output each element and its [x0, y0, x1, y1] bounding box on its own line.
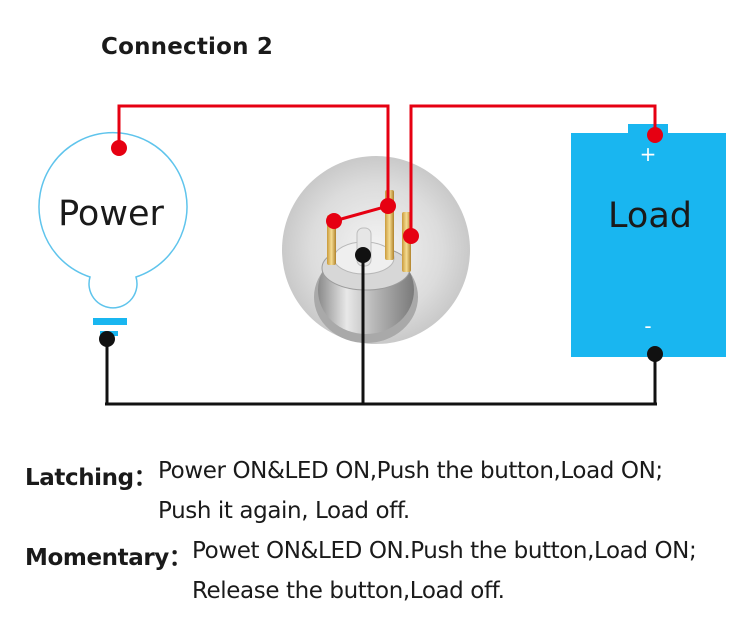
black-wires	[105, 255, 657, 406]
red-wire-switch-to-load	[409, 104, 657, 236]
load-label: Load	[608, 196, 692, 236]
dot-switch-center	[380, 198, 396, 214]
red-wire-jumper	[333, 204, 389, 223]
momentary-term: Momentary：	[25, 538, 192, 572]
momentary-line-1: Powet ON&LED ON.Push the button,Load ON;	[192, 538, 697, 564]
push-button-switch	[282, 156, 470, 344]
power-terminal-cap	[93, 318, 127, 325]
load-minus-sign: -	[644, 314, 651, 338]
dot-switch-right	[403, 228, 419, 244]
red-wire-power-to-switch	[117, 104, 390, 206]
load-plus-sign: +	[640, 142, 657, 166]
dot-power-negative	[99, 331, 115, 347]
red-dots	[111, 127, 663, 244]
red-wires	[117, 104, 657, 236]
load-device: Load + -	[571, 124, 726, 357]
latching-line-1: Power ON&LED ON,Push the button,Load ON;	[158, 458, 663, 484]
dot-load-positive	[647, 127, 663, 143]
dot-switch-led	[355, 247, 371, 263]
latching-term: Latching：	[25, 458, 157, 492]
load-body	[571, 133, 726, 357]
power-source: Power	[38, 131, 188, 336]
momentary-line-2: Release the button,Load off.	[192, 578, 505, 604]
dot-power-positive	[111, 140, 127, 156]
power-label: Power	[58, 194, 164, 234]
black-dots	[99, 247, 663, 362]
diagram-title: Connection 2	[101, 34, 274, 60]
power-bulb-outline	[38, 131, 188, 309]
dot-load-negative	[647, 346, 663, 362]
latching-label: Latching：	[25, 465, 157, 491]
latching-line-2: Push it again, Load off.	[158, 498, 410, 524]
momentary-label: Momentary：	[25, 545, 192, 571]
wiring-diagram: Power Load + -	[38, 104, 726, 406]
dot-switch-left	[326, 213, 342, 229]
